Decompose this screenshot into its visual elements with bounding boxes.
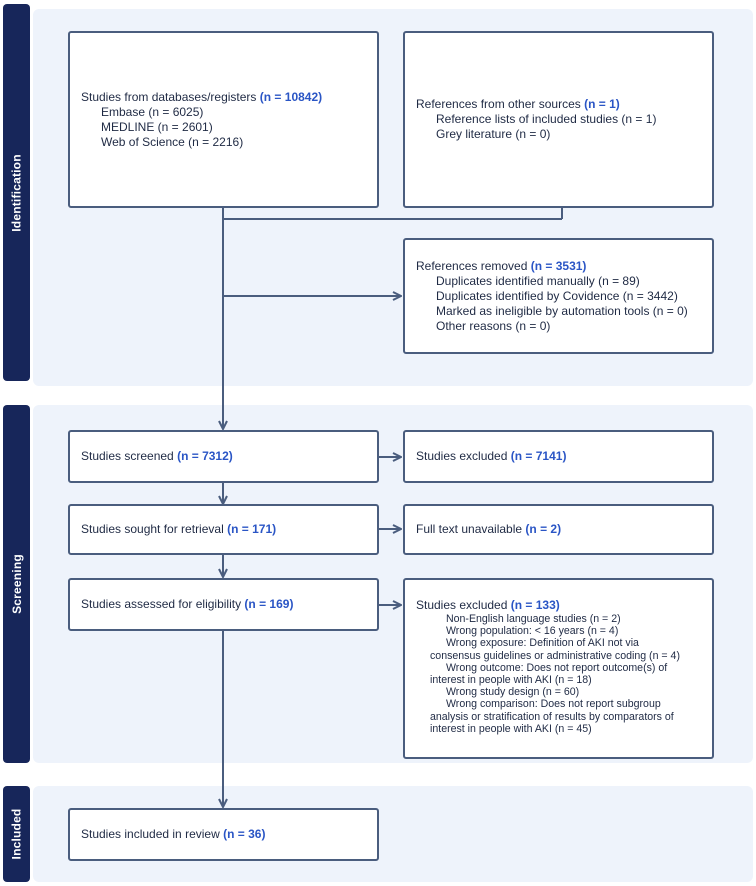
excluded-eligibility-heading: Studies excluded (n = 133)	[416, 598, 560, 612]
exclusion-reason: Wrong population: < 16 years (n = 4)	[446, 625, 619, 638]
unavailable-box: Full text unavailable (n = 2)	[403, 504, 714, 555]
retrieval-text: Studies sought for retrieval (n = 171)	[81, 522, 277, 536]
excluded-screening-text: Studies excluded (n = 7141)	[416, 449, 567, 463]
exclusion-reason: Wrong study design (n = 60)	[446, 686, 580, 699]
databases-box: Studies from databases/registers (n = 10…	[68, 31, 379, 208]
excluded-eligibility-box: Studies excluded (n = 133) Non-English l…	[403, 578, 714, 759]
included-box: Studies included in review (n = 36)	[68, 808, 379, 861]
removed-item: Marked as ineligible by automation tools…	[436, 303, 688, 318]
excluded-screening-box: Studies excluded (n = 7141)	[403, 430, 714, 483]
eligibility-box: Studies assessed for eligibility (n = 16…	[68, 578, 379, 631]
other-sources-heading: References from other sources (n = 1)	[416, 97, 620, 111]
exclusion-reason: interest in people with AKI (n = 18)	[430, 674, 592, 687]
exclusion-reason: Wrong outcome: Does not report outcome(s…	[446, 661, 668, 674]
databases-item: Embase (n = 6025)	[101, 104, 204, 119]
retrieval-box: Studies sought for retrieval (n = 171)	[68, 504, 379, 555]
databases-item: Web of Science (n = 2216)	[101, 134, 244, 149]
removed-box: References removed (n = 3531) Duplicates…	[403, 238, 714, 354]
included-text: Studies included in review (n = 36)	[81, 827, 266, 841]
exclusion-reason: Wrong comparison: Does not report subgro…	[446, 698, 661, 711]
other-sources-box: References from other sources (n = 1) Re…	[403, 31, 714, 208]
exclusion-reason: Wrong exposure: Definition of AKI not vi…	[446, 637, 639, 650]
removed-heading: References removed (n = 3531)	[416, 258, 587, 273]
other-sources-item: Grey literature (n = 0)	[436, 127, 551, 141]
removed-item: Duplicates identified manually (n = 89)	[436, 273, 640, 288]
removed-item: Other reasons (n = 0)	[436, 318, 551, 333]
identification-sidebar: Identification	[3, 4, 30, 381]
eligibility-text: Studies assessed for eligibility (n = 16…	[81, 597, 294, 611]
exclusion-reason: interest in people with AKI (n = 45)	[430, 722, 592, 735]
databases-item: MEDLINE (n = 2601)	[101, 119, 213, 134]
exclusion-reason: consensus guidelines or administrative c…	[430, 649, 680, 662]
exclusion-reason: analysis or stratification of results by…	[430, 710, 674, 723]
screened-text: Studies screened (n = 7312)	[81, 449, 233, 463]
screened-box: Studies screened (n = 7312)	[68, 430, 379, 483]
screening-sidebar: Screening	[3, 405, 30, 763]
included-sidebar: Included	[3, 786, 30, 882]
unavailable-text: Full text unavailable (n = 2)	[416, 522, 562, 536]
databases-heading: Studies from databases/registers (n = 10…	[81, 89, 323, 104]
exclusion-reason: Non-English language studies (n = 2)	[446, 613, 621, 625]
removed-item: Duplicates identified by Covidence (n = …	[436, 288, 678, 303]
other-sources-item: Reference lists of included studies (n =…	[436, 112, 657, 126]
